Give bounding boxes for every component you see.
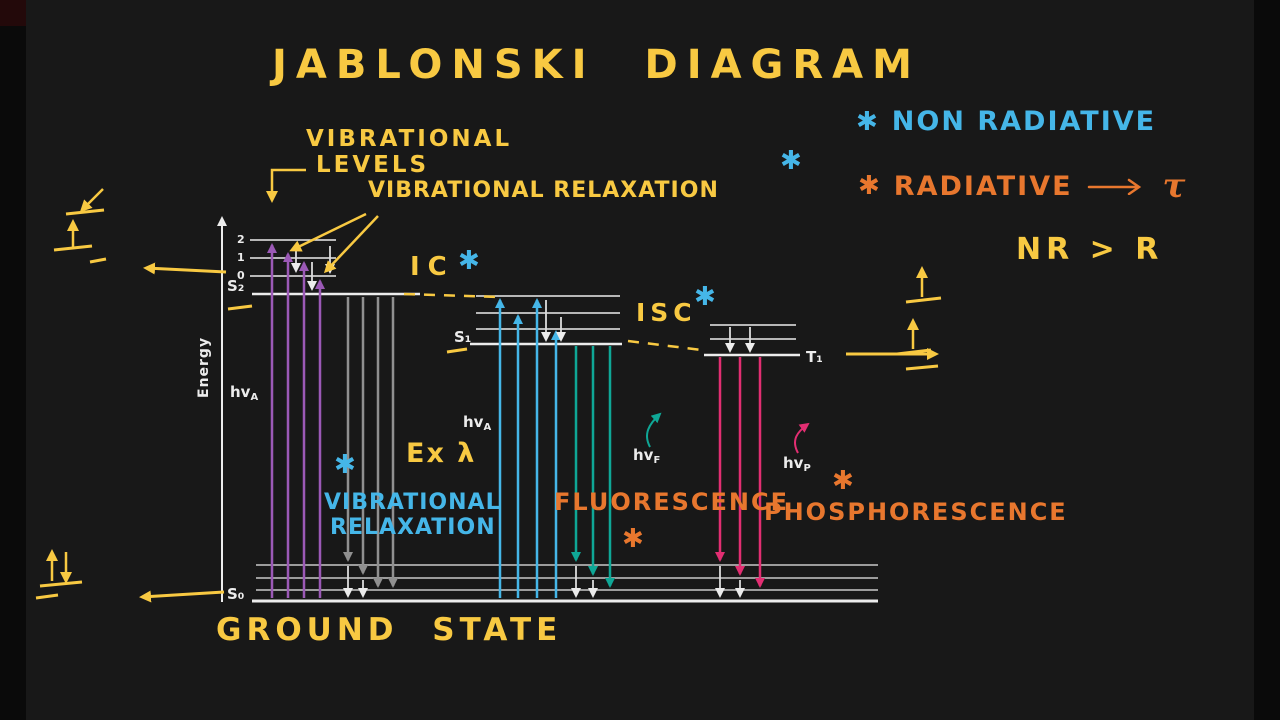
vibrational-level-number: 0 — [237, 269, 245, 282]
page-title: JABLONSKI DIAGRAM — [272, 42, 921, 88]
asterisk-icon: ✱ — [780, 146, 802, 176]
legend-non-radiative: ✱ NON RADIATIVE — [856, 106, 1156, 137]
excitation-wavelength-label: Ex λ — [406, 438, 477, 469]
asterisk-icon: ✱ — [622, 524, 644, 554]
vibrational-level-number: 1 — [237, 251, 245, 264]
left-letterbox-bar — [0, 0, 26, 720]
asterisk-icon: ✱ — [458, 246, 480, 276]
fluorescence-label: FLUORESCENCE — [554, 488, 789, 516]
vibrational-relaxation-top-label: VIBRATIONAL RELAXATION — [368, 178, 719, 203]
s0-energy-levels — [252, 564, 878, 603]
legend-radiative: ✱ RADIATIVE τ — [858, 166, 1185, 206]
spin-state-sketch-ground — [35, 549, 83, 600]
photon-absorption-label: hvA — [463, 413, 492, 433]
internal-conversion-dashes — [403, 292, 703, 352]
asterisk-icon: ✱ — [832, 466, 854, 496]
spin-state-sketch-triplet — [896, 266, 942, 356]
nonradiative-decay-arrows — [343, 297, 398, 588]
photon-fluorescence-label: hvF — [633, 446, 661, 466]
intersystem-crossing-label: ISC — [636, 298, 697, 327]
legend-comparison: NR > R — [1016, 232, 1164, 267]
s2-energy-levels — [250, 239, 420, 296]
vibrational-relaxation-blue-line2: RELAXATION — [330, 515, 496, 540]
ground-state-label: GROUND STATE — [216, 612, 563, 648]
energy-axis-label: Energy — [196, 336, 212, 398]
arrow-right-icon — [1087, 178, 1141, 195]
fluorescence-arrows — [571, 346, 615, 588]
phosphorescence-label: PHOSPHORESCENCE — [764, 498, 1068, 526]
state-label-s2: S₂ — [227, 277, 245, 295]
photon-phosphorescence-label: hvP — [783, 454, 811, 474]
yellow-annotation-arrows — [139, 168, 939, 603]
corner-artifact — [0, 0, 26, 26]
absorption-arrows-s2 — [267, 243, 325, 598]
lifetime-tau-symbol: τ — [1162, 166, 1186, 206]
state-label-s1: S₁ — [454, 328, 472, 346]
asterisk-icon: ✱ — [858, 171, 880, 201]
state-label-t1: T₁ — [806, 348, 823, 366]
spin-state-sketch-excited — [53, 188, 107, 264]
asterisk-icon: ✱ — [856, 106, 878, 137]
right-letterbox-bar — [1254, 0, 1280, 720]
t1-energy-levels — [704, 324, 800, 357]
absorption-arrows-s1 — [495, 298, 561, 598]
vibrational-relaxation-blue-label: VIBRATIONAL RELAXATION — [324, 490, 501, 540]
internal-conversion-label: IC — [410, 252, 455, 282]
legend-radiative-label: RADIATIVE — [893, 170, 1073, 202]
vibrational-relaxation-blue-line1: VIBRATIONAL — [324, 490, 501, 515]
photon-squiggle-arrows — [646, 412, 810, 454]
asterisk-icon: ✱ — [334, 450, 356, 480]
photon-absorption-label: hvA — [230, 383, 259, 403]
vibrational-relaxation-arrows — [291, 244, 755, 598]
vibrational-levels-line1: VIBRATIONAL — [306, 126, 513, 152]
vibrational-levels-line2: LEVELS — [316, 152, 430, 178]
phosphorescence-arrows — [715, 357, 765, 588]
legend-non-radiative-label: NON RADIATIVE — [891, 106, 1157, 137]
state-label-s0: S₀ — [227, 585, 245, 603]
vibrational-levels-label: VIBRATIONAL LEVELS — [306, 126, 512, 178]
vibrational-level-number: 2 — [237, 233, 245, 246]
asterisk-icon: ✱ — [694, 282, 716, 312]
